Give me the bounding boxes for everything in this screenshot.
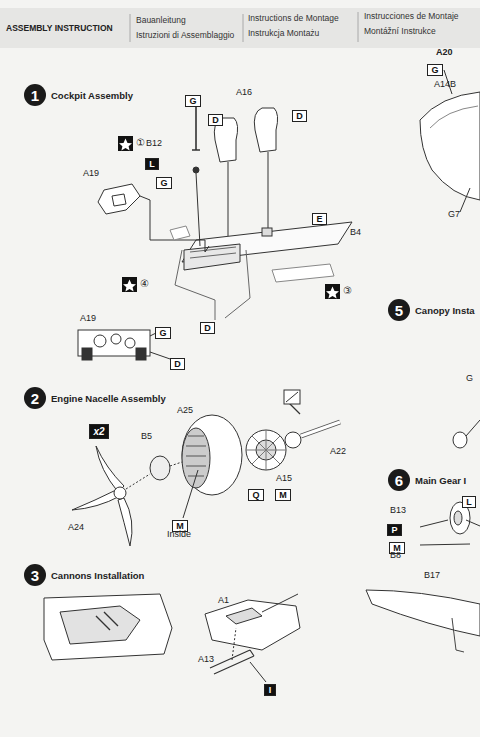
step-number: 2Engine Nacelle Assembly	[24, 387, 46, 409]
color-box: D	[292, 110, 307, 122]
paint-callout: G	[427, 59, 443, 77]
color-box: G	[427, 64, 443, 76]
paint-callout: L	[462, 491, 476, 509]
part-label: ③	[343, 286, 352, 296]
part-label: B4	[350, 228, 361, 237]
step-number: 1Cockpit Assembly	[24, 84, 46, 106]
part-label: B17	[424, 571, 440, 580]
part-label: B12	[146, 139, 162, 148]
color-box: G	[156, 177, 172, 189]
header-translation: Instrucciones de Montaje	[364, 12, 459, 21]
color-box: x2	[89, 424, 109, 439]
header-translation: Bauanleitung	[136, 16, 186, 25]
paint-callout: E	[312, 208, 327, 226]
step-heading: Engine Nacelle Assembly	[51, 393, 166, 404]
part-label: G	[466, 374, 473, 383]
part-label: A19	[80, 314, 96, 323]
step-circle: 3	[24, 564, 46, 586]
step-heading: Canopy Insta	[415, 305, 475, 316]
paint-callout: D	[292, 105, 307, 123]
star-symbols	[118, 136, 340, 299]
part-label: A20	[436, 48, 453, 57]
step-circle: 6	[388, 469, 410, 491]
color-box: D	[208, 114, 223, 126]
part-label: A22	[330, 447, 346, 456]
color-box: D	[170, 358, 185, 370]
color-box: L	[145, 158, 159, 170]
page-title: ASSEMBLY INSTRUCTION	[6, 24, 113, 33]
part-label: B13	[390, 506, 406, 515]
paint-callout: P	[387, 519, 402, 537]
step-number: 5Canopy Insta	[388, 299, 410, 321]
part-label: A14B	[434, 80, 456, 89]
step-heading: Cockpit Assembly	[51, 90, 133, 101]
header-translation: Istruzioni di Assemblaggio	[136, 31, 234, 40]
part-label: A19	[83, 169, 99, 178]
step-number: 3Cannons Installation	[24, 564, 46, 586]
paint-callout: G	[185, 90, 201, 108]
paint-callout: L	[145, 153, 159, 171]
step-number: 6Main Gear I	[388, 469, 410, 491]
paint-callout: D	[200, 317, 215, 335]
header-bar	[0, 8, 480, 48]
part-label: Inside	[167, 530, 191, 539]
part-label: ①	[136, 138, 145, 148]
paint-callout: Q	[248, 484, 264, 502]
step-circle: 5	[388, 299, 410, 321]
paint-callout: G	[156, 172, 172, 190]
part-label: G7	[448, 210, 460, 219]
part-label: A1	[218, 596, 229, 605]
step-heading: Main Gear I	[415, 475, 466, 486]
paint-callout: G	[155, 322, 171, 340]
paint-callout: I	[264, 679, 276, 697]
color-box: L	[462, 496, 476, 508]
color-box: D	[200, 322, 215, 334]
step-circle: 1	[24, 84, 46, 106]
color-box: G	[185, 95, 201, 107]
header-translation: Montážní Instrukce	[364, 27, 436, 36]
header-translation: Instrukcja Montażu	[248, 29, 319, 38]
part-label: A24	[68, 523, 84, 532]
paint-callout: D	[208, 109, 223, 127]
step-heading: Cannons Installation	[51, 570, 144, 581]
paint-callout: M	[275, 484, 291, 502]
step-circle: 2	[24, 387, 46, 409]
color-box: G	[155, 327, 171, 339]
header-translation: Instructions de Montage	[248, 14, 339, 23]
color-box: Q	[248, 489, 264, 501]
color-box: P	[387, 524, 402, 536]
color-box: I	[264, 684, 276, 696]
part-label: B5	[141, 432, 152, 441]
paint-callout: x2	[89, 421, 109, 439]
part-label: B8	[390, 551, 401, 560]
part-label: ④	[140, 279, 149, 289]
part-label: A25	[177, 406, 193, 415]
color-box: E	[312, 213, 327, 225]
part-label: A13	[198, 655, 214, 664]
part-label: A16	[236, 88, 252, 97]
paint-callout: D	[170, 353, 185, 371]
color-box: M	[275, 489, 291, 501]
part-label: A15	[276, 474, 292, 483]
